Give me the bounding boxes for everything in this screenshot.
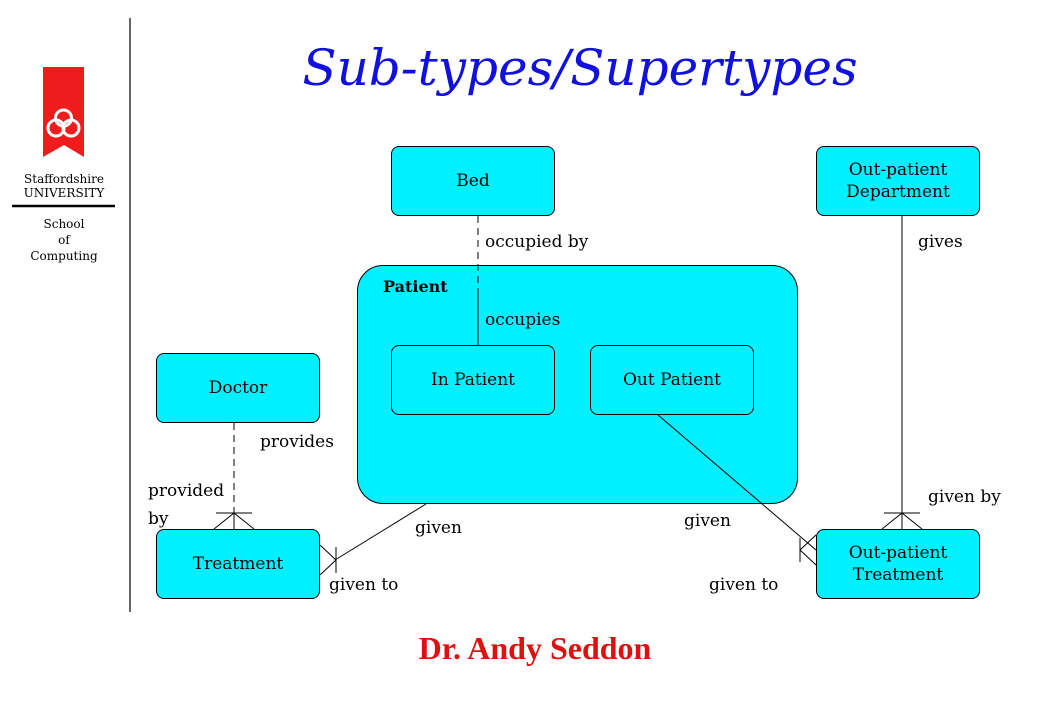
- label-gives: gives: [918, 232, 963, 252]
- school-name-line3: Computing: [30, 249, 98, 263]
- school-name-line1: School: [43, 217, 85, 231]
- university-name-line1: Staffordshire: [24, 172, 104, 186]
- entity-in-patient: In Patient: [391, 345, 555, 415]
- label-given-outpatient-treatment: given: [684, 511, 731, 531]
- entity-outpatient-treatment: Out-patient Treatment: [816, 529, 980, 599]
- label-provided-by: provided by: [148, 481, 225, 529]
- label-provides: provides: [260, 432, 334, 452]
- entity-outpatient-department: Out-patient Department: [816, 146, 980, 216]
- university-name-line2: UNIVERSITY: [23, 186, 105, 200]
- outpatient-treatment-line: [657, 414, 817, 551]
- author-name: Dr. Andy Seddon: [418, 630, 652, 666]
- label-given-to-treatment: given to: [329, 575, 399, 595]
- slide-title: Sub-types/Supertypes: [302, 39, 858, 97]
- label-given-treatment: given: [415, 518, 462, 538]
- patient-supertype-label: Patient: [383, 277, 448, 296]
- university-logo: [12, 18, 131, 612]
- label-given-by: given by: [928, 487, 1001, 507]
- label-occupies: occupies: [485, 310, 561, 330]
- entity-out-patient: Out Patient: [590, 345, 754, 415]
- label-given-to-outpatient: given to: [709, 575, 779, 595]
- school-name-line2: of: [58, 233, 70, 247]
- patient-treatment-line: [334, 503, 427, 561]
- label-occupied-by: occupied by: [485, 232, 589, 252]
- entity-bed: Bed: [391, 146, 555, 216]
- entity-treatment: Treatment: [156, 529, 320, 599]
- entity-doctor: Doctor: [156, 353, 320, 423]
